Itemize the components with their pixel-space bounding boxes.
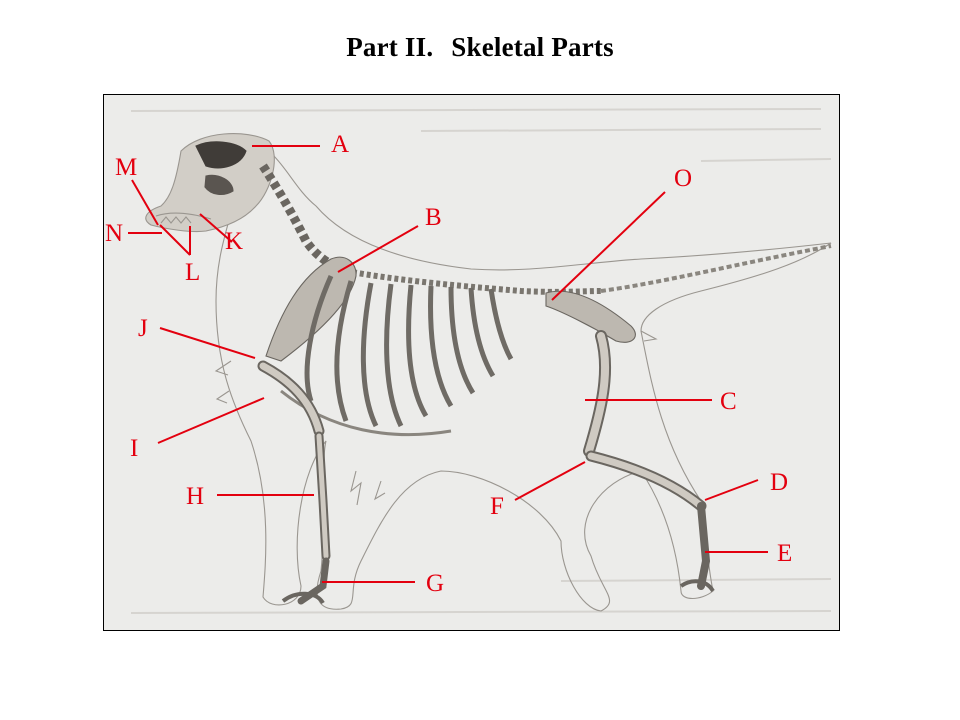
- label-b: B: [425, 204, 442, 231]
- dog-skeleton-drawing: [130, 108, 832, 614]
- label-c: C: [720, 388, 737, 415]
- label-a: A: [331, 131, 350, 158]
- label-l: L: [185, 259, 201, 286]
- leader-line-o: [551, 191, 666, 301]
- leader-line-b: [337, 225, 419, 273]
- skeleton-figure: [103, 94, 840, 631]
- label-m: M: [115, 154, 138, 181]
- label-o: O: [674, 165, 693, 192]
- page-title: Part II. Skeletal Parts: [0, 32, 960, 63]
- label-g: G: [426, 570, 445, 597]
- label-h: H: [186, 483, 205, 510]
- leader-line-k: [199, 213, 233, 243]
- label-f: F: [490, 493, 504, 520]
- title-part: Part II.: [346, 32, 434, 62]
- leader-line-j: [159, 327, 256, 359]
- leader-line-m: [131, 179, 159, 226]
- leader-line-i: [157, 397, 265, 444]
- leader-line-l-left: [159, 224, 191, 256]
- label-d: D: [770, 469, 789, 496]
- leader-line-f: [514, 461, 586, 501]
- label-n: N: [105, 220, 124, 247]
- label-j: J: [138, 315, 148, 342]
- title-text: Skeletal Parts: [451, 32, 614, 62]
- label-k: K: [225, 228, 244, 255]
- label-e: E: [777, 540, 793, 567]
- leader-line-d: [704, 479, 759, 501]
- label-i: I: [130, 435, 139, 462]
